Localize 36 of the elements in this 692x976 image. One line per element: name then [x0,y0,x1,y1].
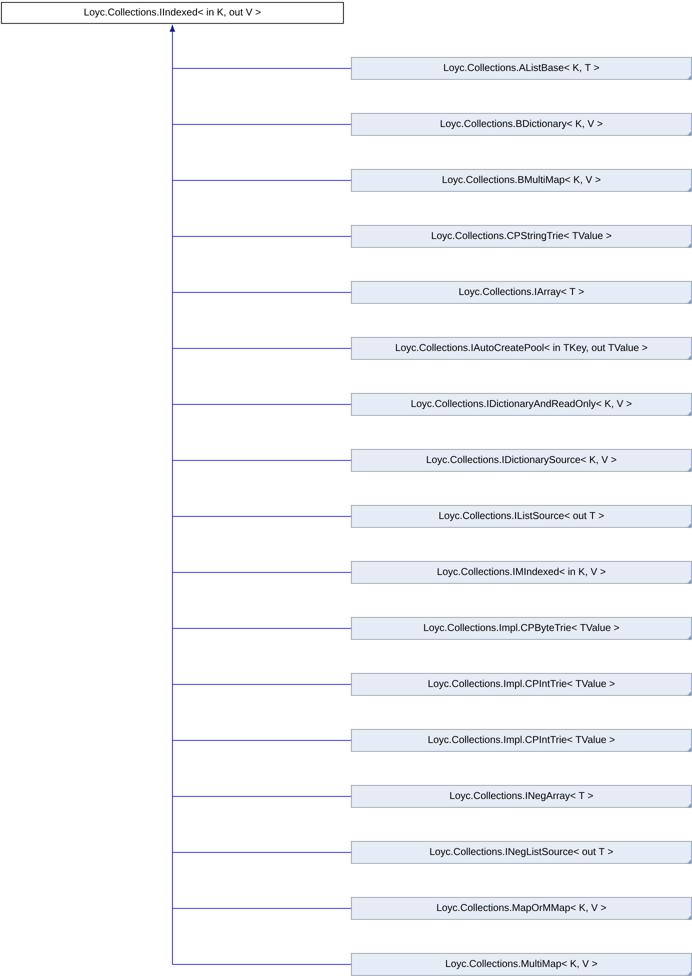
class-box: Loyc.Collections.IAutoCreatePool< in TKey, out TValue > [351,337,692,360]
connector-line [172,628,352,629]
class-box: Loyc.Collections.BDictionary< K, V > [351,113,692,136]
class-box: Loyc.Collections.IArray< T > [351,281,692,304]
connector-line [172,516,352,517]
class-box: Loyc.Collections.CPStringTrie< TValue > [351,225,692,248]
class-box: Loyc.Collections.Impl.CPByteTrie< TValue > [351,617,692,640]
connector-line [172,852,352,853]
connector-line [172,964,352,965]
connector-line [172,236,352,237]
class-box: Loyc.Collections.AListBase< K, T > [351,57,692,80]
connector-line [172,740,352,741]
connector-line [172,572,352,573]
connector-line [172,460,352,461]
class-box: Loyc.Collections.IDictionarySource< K, V > [351,449,692,472]
connector-line [172,348,352,349]
connector-line [172,684,352,685]
connector-line [172,68,352,69]
class-box: Loyc.Collections.IDictionaryAndReadOnly< K, V > [351,393,692,416]
connector-line [172,180,352,181]
connector-line [172,908,352,909]
class-box: Loyc.Collections.Impl.CPIntTrie< TValue > [351,673,692,696]
class-box: Loyc.Collections.MultiMap< K, V > [351,953,692,976]
class-box: Loyc.Collections.INegListSource< out T > [351,841,692,864]
connector-line [172,796,352,797]
class-box: Loyc.Collections.IMIndexed< in K, V > [351,561,692,584]
connector-line [172,404,352,405]
connector-line [172,124,352,125]
class-box: Loyc.Collections.IListSource< out T > [351,505,692,528]
inheritance-arrow [170,25,176,965]
class-box: Loyc.Collections.MapOrMMap< K, V > [351,897,692,920]
class-box: Loyc.Collections.INegArray< T > [351,785,692,808]
class-box: Loyc.Collections.Impl.CPIntTrie< TValue > [351,729,692,752]
class-box: Loyc.Collections.IIndexed< in K, out V > [1,2,344,24]
class-box: Loyc.Collections.BMultiMap< K, V > [351,169,692,192]
connector-line [172,292,352,293]
